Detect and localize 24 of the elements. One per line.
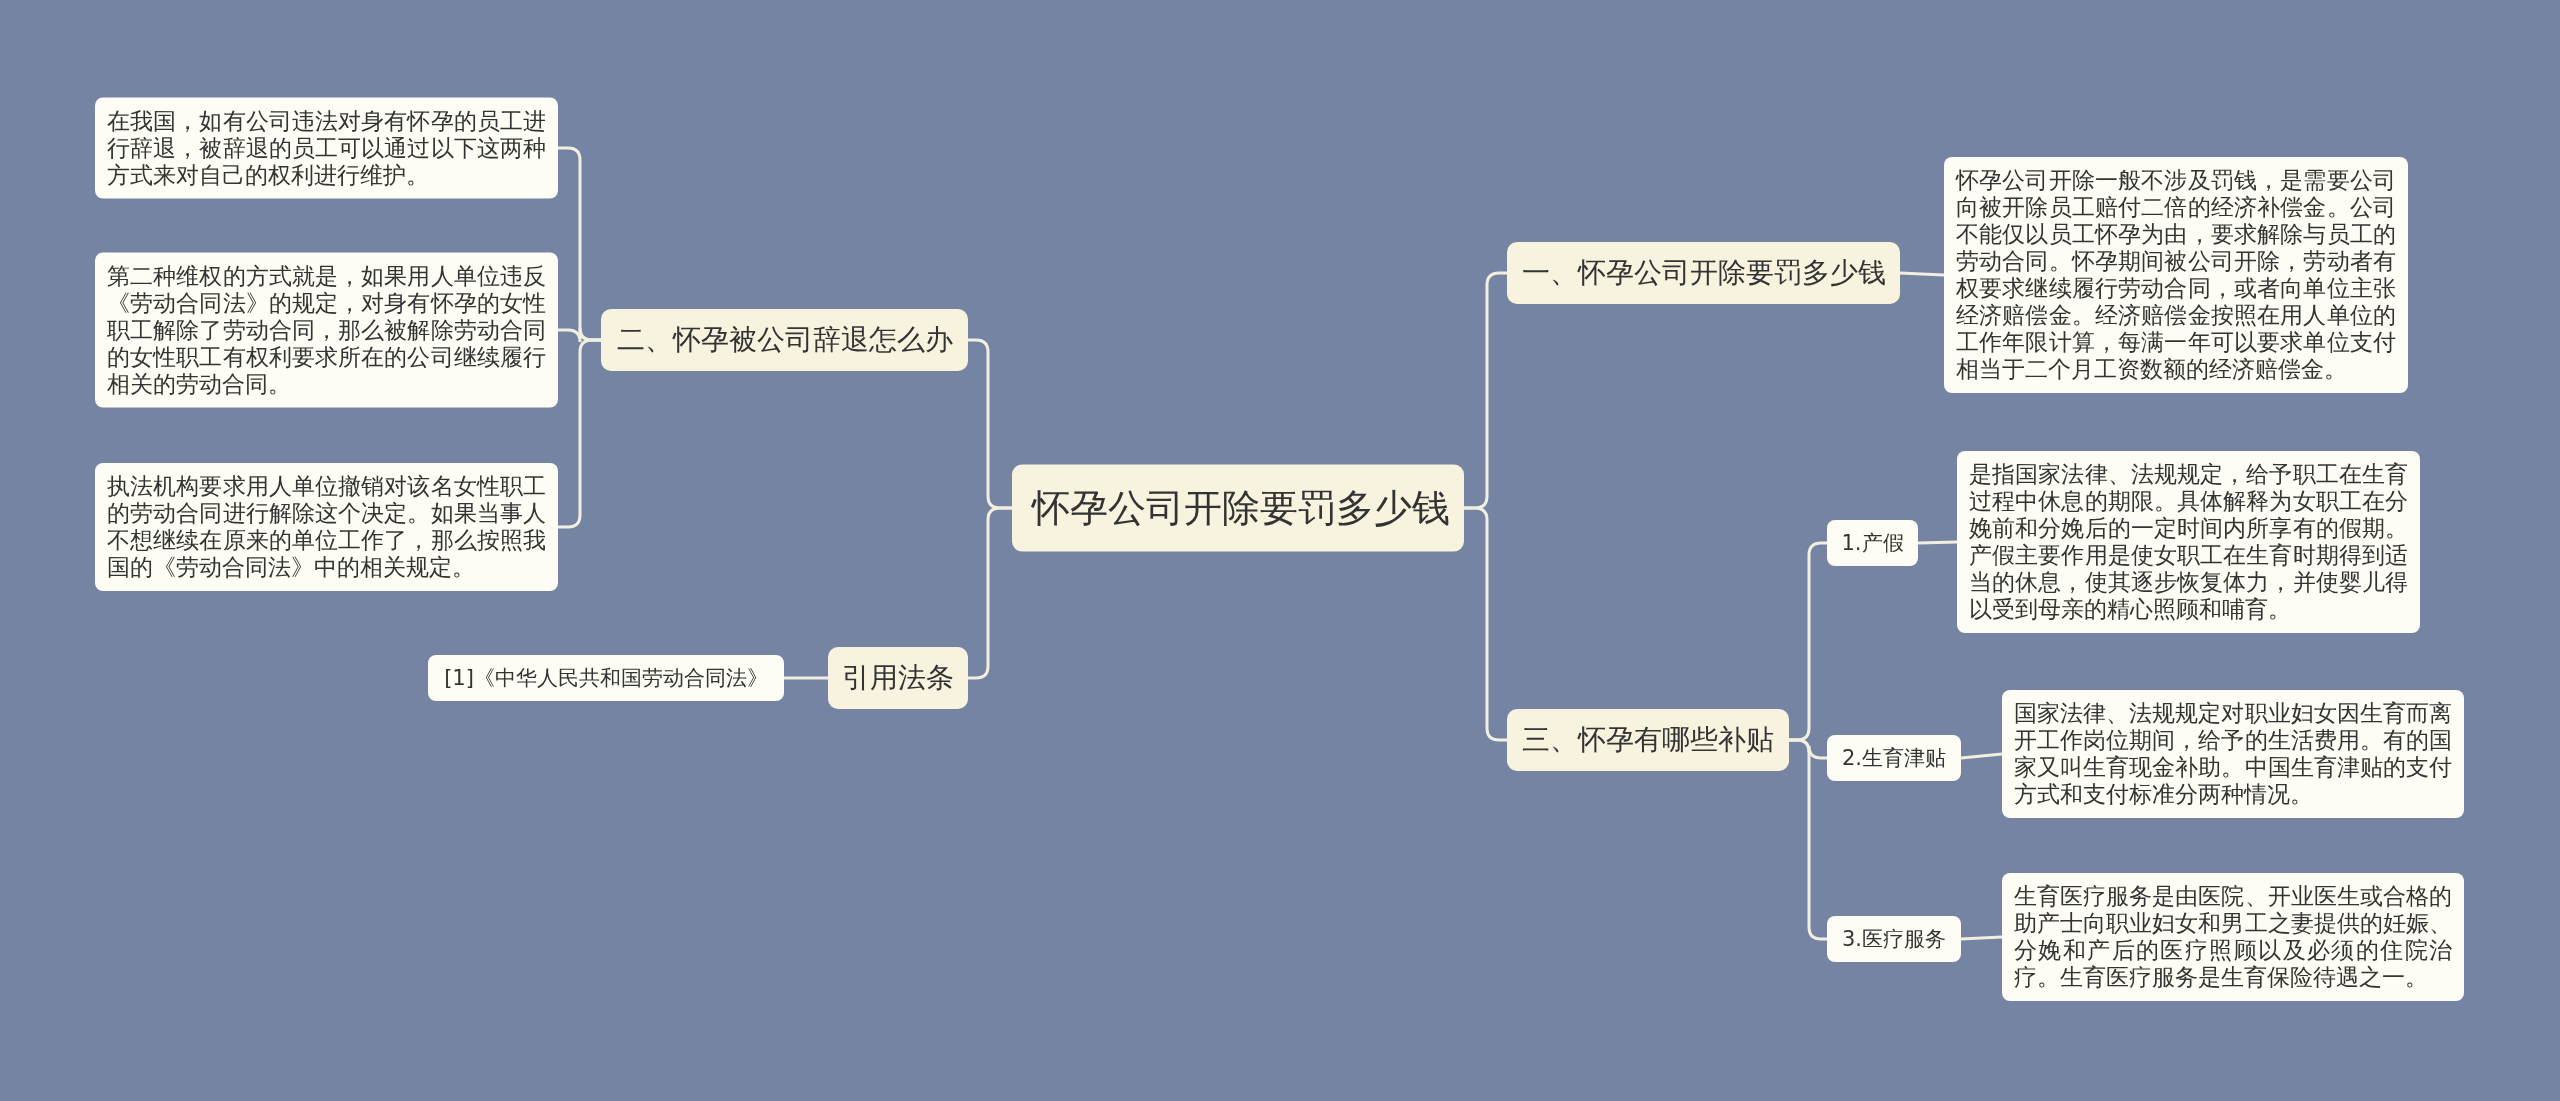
note-box: 是指国家法律、法规规定，给予职工在生育过程中休息的期限。具体解释为女职工在分娩前和分娩后的一定时间内所享有的假期。产假主要作用是使女职工在生育时期得到适当的休息，使其逐步恢复体力，并使婴儿得以受到母亲的精心照顾和哺育。	[1957, 451, 2420, 633]
topic-box: 引用法条	[828, 647, 968, 709]
topic-box: 二、怀孕被公司辞退怎么办	[601, 309, 968, 371]
topic-box: 三、怀孕有哪些补贴	[1507, 709, 1789, 771]
subtopic-box: 3.医疗服务	[1827, 916, 1961, 962]
note-box: 第二种维权的方式就是，如果用人单位违反《劳动合同法》的规定，对身有怀孕的女性职工解除了劳动合同，那么被解除劳动合同的女性职工有权利要求所在的公司继续履行相关的劳动合同。	[95, 252, 558, 408]
connector-line	[784, 676, 828, 680]
note-box: 国家法律、法规规定对职业妇女因生育而离开工作岗位期间，给予的生活费用。有的国家又叫生育现金补助。中国生育津贴的支付方式和支付标准分两种情况。	[2002, 690, 2464, 818]
note-box: 怀孕公司开除一般不涉及罚钱，是需要公司向被开除员工赔付二倍的经济补偿金。公司不能仅以员工怀孕为由，要求解除与员工的劳动合同。怀孕期间被公司开除，劳动者有权要求继续履行劳动合同，或者向单位主张经济赔偿金。经济赔偿金按照在用人单位的工作年限计算，每满一年可以要求单位支付相当于二个月工资数额的经济赔偿金。	[1944, 157, 2408, 393]
connector-line	[968, 506, 1012, 680]
topic-box: 一、怀孕公司开除要罚多少钱	[1507, 242, 1900, 304]
subtopic-box: 1.产假	[1827, 520, 1918, 566]
connector-line	[558, 338, 601, 529]
connector-line	[1464, 506, 1507, 742]
note-box: 在我国，如有公司违法对身有怀孕的员工进行辞退，被辞退的员工可以通过以下这两种方式来对自己的权利进行维护。	[95, 97, 558, 199]
root-topic-box: 怀孕公司开除要罚多少钱	[1012, 464, 1464, 552]
connector-line	[1917, 540, 1958, 545]
connector-line	[1899, 271, 1945, 277]
note-box: 执法机构要求用人单位撤销对该名女性职工的劳动合同进行解除这个决定。如果当事人不想继续在原来的单位工作了，那么按照我国的《劳动合同法》中的相关规定。	[95, 463, 558, 591]
subtopic-box: [1]《中华人民共和国劳动合同法》	[428, 655, 784, 701]
connector-line	[1960, 935, 2003, 941]
note-box: 生育医疗服务是由医院、开业医生或合格的助产士向职业妇女和男工之妻提供的妊娠、分娩和产后的医疗照顾以及必须的住院治疗。生育医疗服务是生育保险待遇之一。	[2002, 873, 2464, 1001]
subtopic-box: 2.生育津贴	[1827, 735, 1961, 781]
connector-line	[1960, 752, 2003, 760]
